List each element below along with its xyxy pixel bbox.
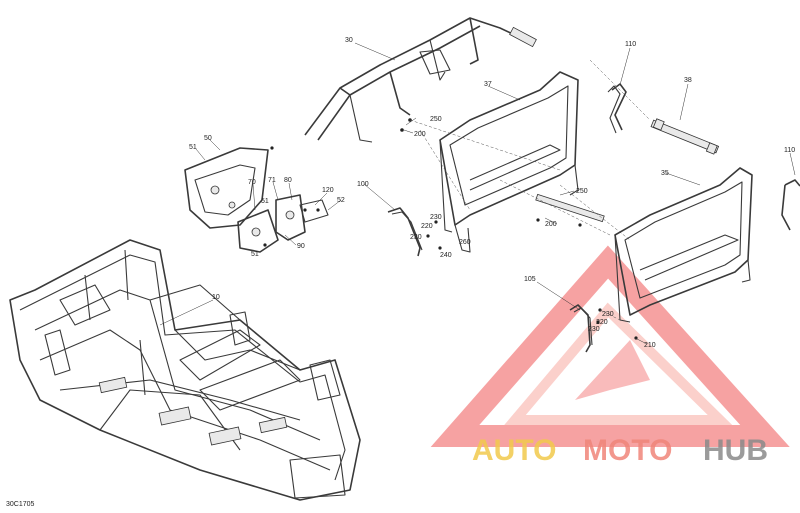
callout-70: 70 — [248, 179, 256, 186]
callout-50: 50 — [204, 135, 212, 142]
leader-lines — [159, 42, 796, 345]
callout-10: 10 — [212, 294, 220, 301]
callout-230-a: 230 — [430, 214, 442, 221]
callout-51-b: 51 — [261, 198, 269, 205]
callout-260: 260 — [459, 239, 471, 246]
bracket-assembly-70 — [237, 209, 279, 253]
callout-38: 38 — [684, 77, 692, 84]
callout-37: 37 — [484, 81, 492, 88]
diagram-code: 30C1705 — [6, 501, 35, 508]
callout-200-b: 200 — [545, 221, 557, 228]
watermark-logo — [430, 245, 790, 447]
roll-cage-front-30 — [304, 17, 537, 143]
tube-110-left — [607, 83, 627, 134]
callout-80: 80 — [284, 177, 292, 184]
callout-51-a: 51 — [189, 144, 197, 151]
callout-220-a: 220 — [421, 223, 433, 230]
callout-210: 210 — [644, 342, 656, 349]
watermark-text: AUTO MOTO HUB — [472, 434, 768, 467]
callout-90: 90 — [297, 243, 305, 250]
callout-105: 105 — [524, 276, 536, 283]
callout-120: 120 — [322, 187, 334, 194]
callout-110-b: 110 — [784, 147, 795, 154]
main-chassis-frame — [9, 239, 361, 501]
callout-100: 100 — [357, 181, 369, 188]
fasteners — [263, 118, 638, 340]
bracket-assembly-50 — [184, 147, 269, 229]
callout-230-d: 230 — [588, 326, 600, 333]
callout-110-a: 110 — [625, 41, 636, 48]
bracket-assembly-80 — [275, 194, 329, 241]
callout-230-b: 230 — [410, 234, 422, 241]
tube-110-right — [781, 179, 800, 231]
callout-200-a: 200 — [414, 131, 426, 138]
callout-52: 52 — [337, 197, 345, 204]
cross-bar-250 — [535, 193, 605, 223]
callout-240: 240 — [440, 252, 452, 259]
tube-100 — [387, 207, 423, 257]
callout-230-c: 230 — [602, 311, 614, 318]
callout-71: 71 — [268, 177, 276, 184]
callout-220-b: 220 — [596, 319, 608, 326]
watermark-word-auto: AUTO — [472, 434, 556, 467]
watermark-word-hub: HUB — [703, 434, 768, 467]
callout-250-b: 250 — [576, 188, 588, 195]
callout-35: 35 — [661, 170, 669, 177]
callout-51-c: 51 — [251, 251, 259, 258]
callout-250-a: 250 — [430, 116, 442, 123]
alignment-lines — [409, 59, 651, 321]
watermark-word-moto: MOTO — [583, 434, 672, 467]
cross-bar-38 — [650, 118, 720, 155]
rear-cage-37 — [439, 71, 579, 253]
callout-30: 30 — [345, 37, 353, 44]
callout-labels: 10 30 37 38 35 50 51 51 51 52 70 71 80 9… — [189, 37, 795, 349]
